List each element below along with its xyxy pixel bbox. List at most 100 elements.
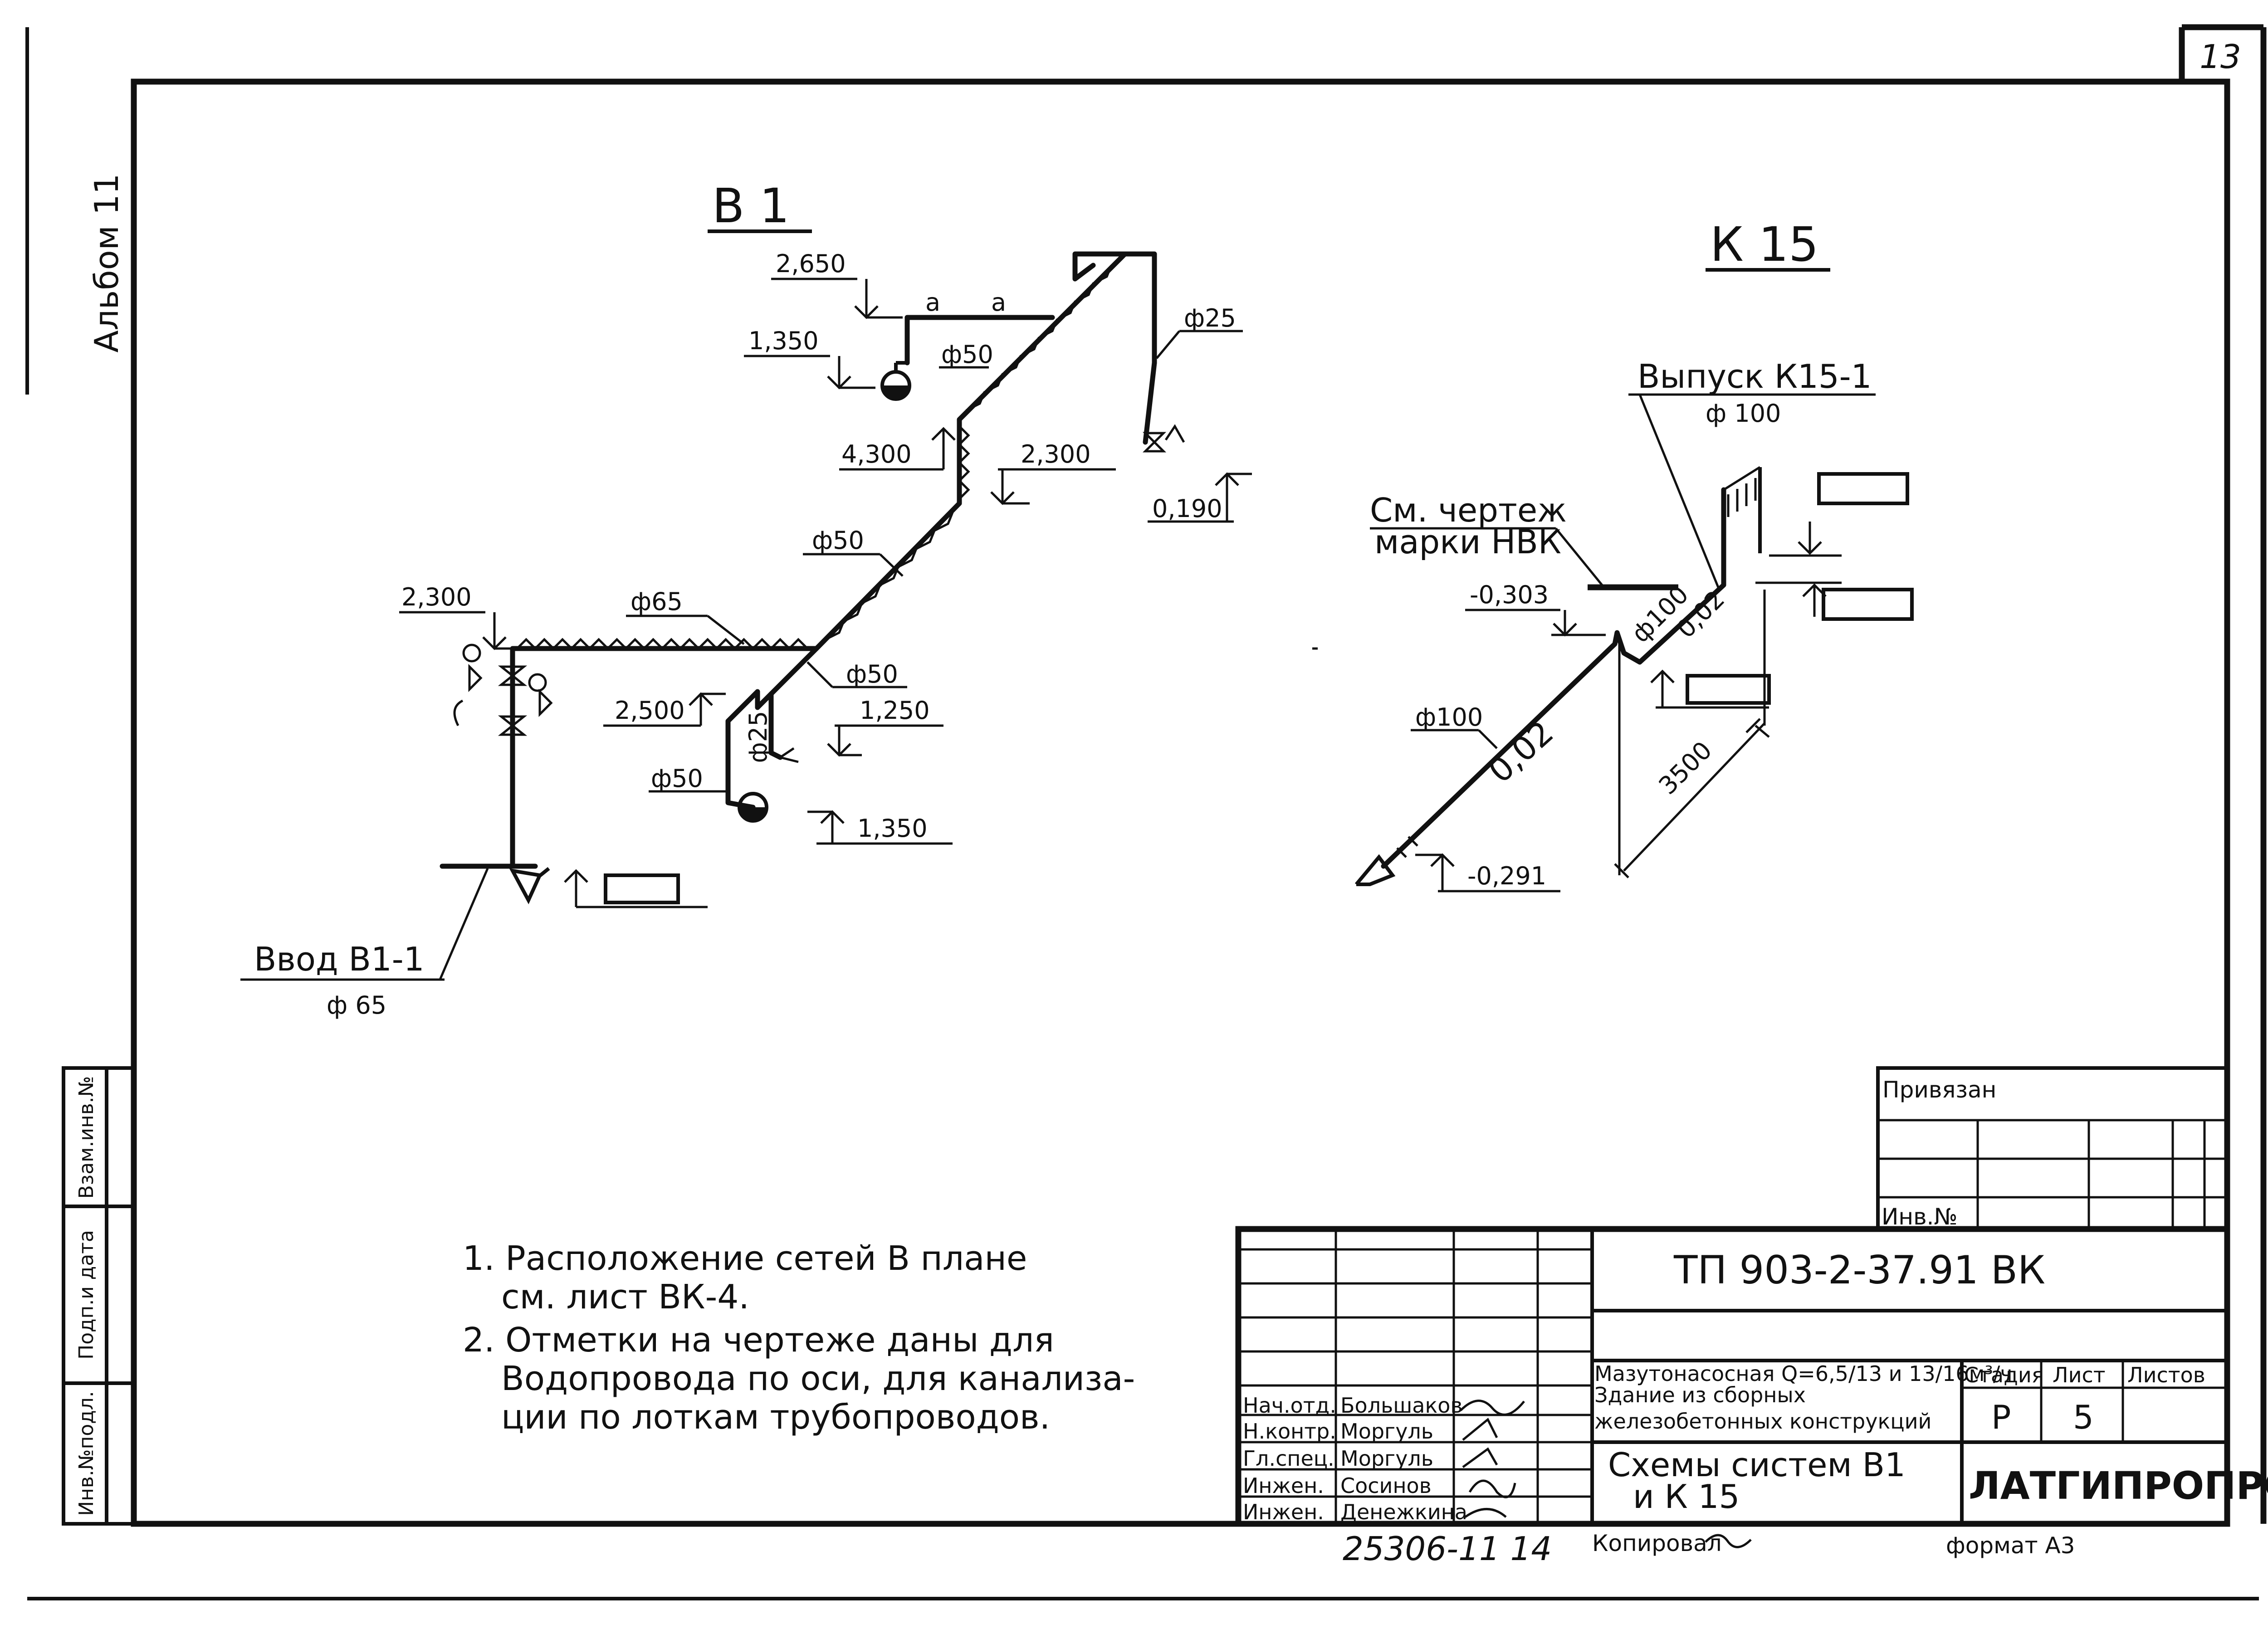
k15-outlet-dia: ф 100 <box>1706 399 1781 428</box>
page-number: 13 <box>2200 38 2241 76</box>
tb-project-line3: железобетонных конструкций <box>1594 1409 1931 1434</box>
side-stamp <box>62 1066 136 1526</box>
b1-dia-riser: ф25 <box>1184 304 1236 332</box>
scheme-k15-title: К 15 <box>1710 217 1818 272</box>
tb-project-line1: Мазутонасосная Q=6,5/13 и 13/16м³/ч <box>1594 1361 2013 1386</box>
b1-insulation-vertical <box>958 425 970 500</box>
b1-section-mark-a-right: а <box>991 288 1006 317</box>
b1-elev-label-2300-right: 2,300 <box>1021 440 1091 468</box>
scheme-b1: В 1 <box>240 178 1252 1019</box>
b1-pipe-a-a <box>904 315 1055 366</box>
b1-insulation-horizontal <box>516 638 808 650</box>
tb-signatures <box>1460 1400 1525 1518</box>
b1-inlet-label: Ввод В1-1 <box>254 940 425 978</box>
k15-length: 3500 <box>1653 736 1718 800</box>
b1-inlet-elevation-box <box>604 873 680 904</box>
title-block <box>1235 1066 2230 1527</box>
b1-elev-label-1250: 1,250 <box>860 696 930 725</box>
k15-cleanout <box>1354 854 1396 886</box>
tb-sheet-title-line2: и К 15 <box>1633 1478 1740 1516</box>
b1-pipe-top-stub <box>1072 251 1128 282</box>
b1-dia-lower-left: ф50 <box>651 764 703 793</box>
b1-elev-label-1350-upper: 1,350 <box>748 327 819 355</box>
general-notes: 1. Расположение сетей В плане см. лист В… <box>463 1239 1135 1437</box>
tb-name-5: Денежкина <box>1340 1500 1467 1524</box>
tb-sheet-title-line1: Схемы систем В1 <box>1608 1446 1906 1484</box>
stamp-vzam-inv: Взам.инв.№ <box>75 1076 98 1199</box>
k15-elev-box-1 <box>1817 472 1909 505</box>
tb-role-4: Инжен. <box>1243 1473 1324 1498</box>
b1-section-mark-a-left: а <box>925 288 940 317</box>
tb-stage-value: Р <box>1991 1398 2011 1436</box>
b1-elev-2500 <box>603 692 726 727</box>
b1-pipe-main <box>510 251 1157 869</box>
b1-elev-4300 <box>839 427 956 471</box>
k15-elev-0291: -0,291 <box>1467 862 1546 890</box>
tb-stage-header: Стадия <box>1964 1363 2044 1387</box>
tb-name-4: Сосинов <box>1340 1473 1432 1498</box>
tb-name-2: Моргуль <box>1340 1419 1433 1444</box>
scheme-b1-title: В 1 <box>712 178 790 234</box>
tb-name-3: Моргуль <box>1340 1446 1433 1471</box>
b1-elev-label-4300: 4,300 <box>841 440 912 468</box>
tb-inv-no: Инв.№ <box>1882 1204 1957 1230</box>
tb-organization: ЛАТГИПРОПРОМ <box>1969 1463 2268 1508</box>
k15-elev-box-3 <box>1686 674 1771 705</box>
note-1-line2: см. лист ВК-4. <box>501 1278 749 1317</box>
b1-elev-1250 <box>827 724 943 757</box>
b1-elev-1350-upper <box>744 355 875 390</box>
tb-privyazan: Привязан <box>1882 1077 1996 1103</box>
b1-dia-lower-vert: ф25 <box>744 711 772 763</box>
b1-elev-2300-right <box>990 468 1116 505</box>
b1-inlet-arrow <box>509 868 543 904</box>
tb-role-5: Инжен. <box>1243 1500 1324 1524</box>
tb-copied-signature <box>1705 1534 1752 1548</box>
b1-elev-1350-lower <box>807 810 953 845</box>
tb-doc-number: 25306-11 14 <box>1343 1530 1552 1568</box>
b1-elev-label-2650: 2,650 <box>776 249 846 278</box>
note-1-line1: 1. Расположение сетей В плане <box>463 1239 1027 1278</box>
tb-sheet-header: Лист <box>2053 1363 2106 1387</box>
b1-dia-junction: ф50 <box>846 660 898 688</box>
tb-sheet-value: 5 <box>2073 1398 2094 1436</box>
tb-role-2: Н.контр. <box>1243 1419 1336 1444</box>
k15-elev-0303: -0,303 <box>1470 580 1549 609</box>
k15-outlet-label: Выпуск К15-1 <box>1637 357 1872 395</box>
b1-inlet-dia: ф 65 <box>327 991 386 1019</box>
b1-insulation-diag-lower <box>825 512 954 641</box>
k15-riser-stack <box>1722 466 1762 585</box>
tb-role-3: Гл.спец. <box>1243 1446 1334 1471</box>
tb-name-1: Большаков <box>1340 1393 1463 1418</box>
note-2-line1: 2. Отметки на чертеже даны для <box>463 1321 1054 1360</box>
b1-water-heater-upper <box>880 361 911 401</box>
k15-ref-note-line1: См. чертеж <box>1370 491 1567 529</box>
sheet-frame <box>25 24 2267 1600</box>
b1-dia-branch-upper: ф50 <box>941 340 993 369</box>
tb-signature-rows: Нач.отд. Большаков Н.контр. Моргуль Гл.с… <box>1243 1393 1467 1524</box>
album-label: Альбом 11 <box>88 174 126 353</box>
note-2-line3: ции по лоткам трубопроводов. <box>501 1398 1050 1437</box>
tb-role-1: Нач.отд. <box>1243 1393 1336 1418</box>
b1-dia-horizontal: ф65 <box>631 587 683 616</box>
scheme-k15: К 15 Выпуск К15-1 ф 100 См. чертеж марки… <box>1354 217 1914 893</box>
b1-elev-2300-left <box>399 611 513 650</box>
b1-elev-label-2500: 2,500 <box>615 696 685 725</box>
k15-dia-lower: ф100 <box>1415 703 1483 732</box>
b1-elev-0190 <box>1148 472 1252 523</box>
stamp-inv-podl: Инв.№подл. <box>75 1391 98 1516</box>
b1-pipe-lower-vert <box>768 691 783 760</box>
tb-format: формат А3 <box>1946 1532 2075 1559</box>
tb-sheets-header: Листов <box>2127 1363 2205 1387</box>
b1-valve-inlet <box>453 644 553 736</box>
b1-insulation-diag-upper <box>965 265 1113 412</box>
b1-elev-label-1350-lower: 1,350 <box>857 814 928 843</box>
b1-dia-diag: ф50 <box>812 526 864 555</box>
k15-slope-lower: 0,02 <box>1481 713 1560 790</box>
stamp-podp-data: Подп.и дата <box>75 1230 98 1360</box>
k15-elev-box-2 <box>1822 588 1914 621</box>
tb-code: ТП 903-2-37.91 ВК <box>1673 1248 2045 1293</box>
b1-valve-riser <box>1142 424 1185 453</box>
b1-elev-label-0190: 0,190 <box>1152 494 1222 523</box>
note-2-line2: Водопровода по оси, для канализа- <box>501 1359 1135 1398</box>
